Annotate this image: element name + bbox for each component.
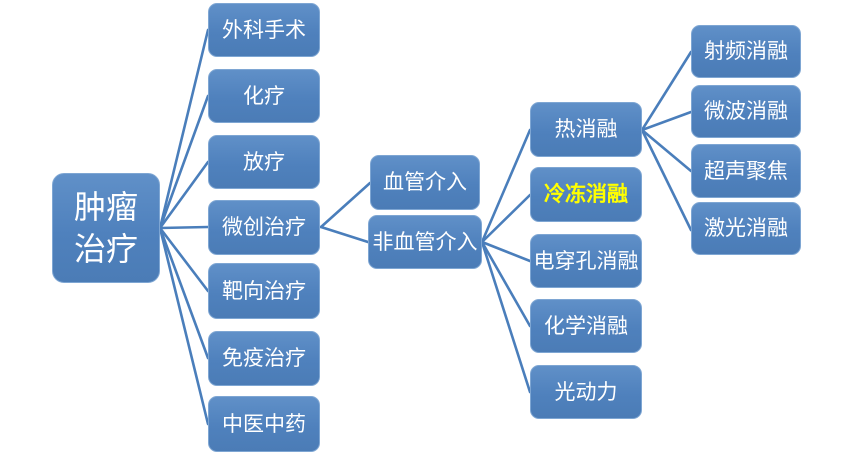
node-non-vascular-intervention: 非血管介入	[368, 215, 482, 269]
connector-non-vascular-thermal	[480, 128, 532, 244]
connector-thermal-ultrasound	[640, 128, 693, 173]
connector-thermal-radiofrequency	[640, 50, 693, 132]
node-ultrasound-focus: 超声聚焦	[691, 144, 801, 198]
connector-root-targeted	[158, 226, 210, 293]
connector-root-minimally-invasive	[158, 225, 210, 230]
connector-non-vascular-photodynamic	[480, 240, 532, 394]
connector-minimally-invasive-non-vascular	[319, 225, 370, 244]
node-cryoablation: 冷冻消融	[530, 167, 642, 222]
node-photodynamic: 光动力	[530, 365, 642, 419]
connector-non-vascular-electroporation	[480, 240, 532, 263]
connector-thermal-laser	[640, 128, 693, 232]
node-microwave-ablation: 微波消融	[691, 85, 801, 138]
connector-non-vascular-cryoablation	[480, 193, 532, 244]
connector-root-chemotherapy	[158, 94, 210, 230]
node-electroporation-ablation: 电穿孔消融	[530, 234, 642, 288]
node-surgery: 外科手术	[208, 3, 320, 57]
node-radiofrequency-ablation: 射频消融	[691, 25, 801, 78]
node-targeted: 靶向治疗	[208, 263, 320, 319]
node-laser-ablation: 激光消融	[691, 202, 801, 255]
node-tcm: 中医中药	[208, 396, 320, 452]
connector-thermal-microwave	[640, 110, 693, 132]
node-thermal-ablation: 热消融	[530, 102, 642, 157]
node-chemical-ablation: 化学消融	[530, 299, 642, 353]
connector-non-vascular-chemical	[480, 240, 532, 328]
node-minimally-invasive: 微创治疗	[208, 200, 320, 255]
node-root-label-line1: 肿瘤	[73, 188, 138, 225]
node-immunotherapy: 免疫治疗	[208, 331, 320, 386]
connector-minimally-invasive-vascular	[319, 181, 372, 229]
connector-root-radiotherapy	[158, 160, 210, 230]
connector-root-surgery	[158, 28, 210, 230]
node-root-tumor-treatment: 肿瘤 治疗	[52, 173, 160, 283]
node-radiotherapy: 放疗	[208, 135, 320, 189]
node-chemotherapy: 化疗	[208, 69, 320, 123]
connector-root-immunotherapy	[158, 226, 210, 360]
node-vascular-intervention: 血管介入	[370, 155, 480, 210]
connector-root-tcm	[158, 226, 210, 426]
node-root-label-line2: 治疗	[73, 231, 138, 267]
